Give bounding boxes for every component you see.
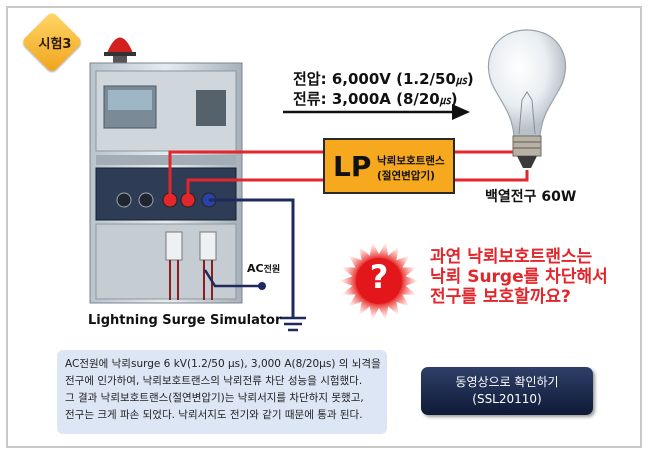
ac-prefix: AC	[247, 262, 264, 275]
surge-simulator-cabinet	[89, 62, 243, 304]
lp-subtitle: (절연변압기)	[377, 170, 435, 182]
ac-power-label: AC전원	[247, 262, 280, 275]
description-line: 전구는 크게 파손 되었다. 낙뢰서지도 전기와 같기 때문에 통과 된다.	[65, 409, 363, 421]
simulator-label: Lightning Surge Simulator	[88, 313, 282, 328]
test-number-badge: 시험3	[20, 10, 84, 74]
question-line-3: 전구를 보호할까요?	[430, 287, 571, 307]
current-spec: 전류: 3,000A (8/20㎲)	[293, 90, 458, 108]
lp-name: 낙뢰보호트랜스	[377, 155, 445, 167]
ground-icon	[280, 316, 306, 332]
bulb-label: 백열전구 60W	[485, 189, 577, 205]
voltage-text: 전압: 6,000V (1.2/50	[293, 70, 456, 88]
voltage-unit: ㎲	[455, 74, 467, 87]
lp-title: LP	[333, 150, 372, 183]
description-line: AC전원에 낙뢰surge 6 kV(1.2/50 μs), 3,000 A(8…	[65, 358, 381, 370]
watch-video-label: 동영상으로 확인하기	[455, 375, 559, 389]
question-burst-icon	[339, 241, 419, 321]
question-text: 과연 낙뢰보호트랜스는 낙뢰 Surge를 차단해서 전구를 보호할까요?	[430, 247, 608, 307]
description-box: AC전원에 낙뢰surge 6 kV(1.2/50 μs), 3,000 A(8…	[57, 350, 387, 434]
question-line-2: 낙뢰 Surge를 차단해서	[430, 267, 608, 287]
badge-label: 시험3	[38, 37, 72, 52]
light-bulb-icon	[487, 29, 567, 168]
current-unit: ㎲	[439, 94, 451, 107]
description-line: 전구에 인가하여, 낙뢰보호트랜스의 낙뢰전류 차단 성능을 시험했다.	[65, 375, 363, 387]
lp-transformer-box: LP 낙뢰보호트랜스 (절연변압기)	[323, 138, 455, 194]
video-code: (SSL20110)	[472, 392, 542, 406]
warning-beacon-icon	[104, 37, 136, 63]
arrow-right-icon	[283, 104, 470, 120]
question-line-1: 과연 낙뢰보호트랜스는	[430, 247, 593, 267]
description-line: 그 결과 낙뢰보호트랜스(절연변압기)는 낙뢰서지를 차단하지 못했고,	[65, 392, 364, 404]
current-text: 전류: 3,000A (8/20	[293, 90, 440, 108]
question-mark: ?	[369, 258, 389, 296]
ac-suffix: 전원	[263, 265, 281, 275]
voltage-spec: 전압: 6,000V (1.2/50㎲)	[293, 70, 474, 88]
watch-video-button[interactable]: 동영상으로 확인하기 (SSL20110)	[421, 367, 593, 415]
